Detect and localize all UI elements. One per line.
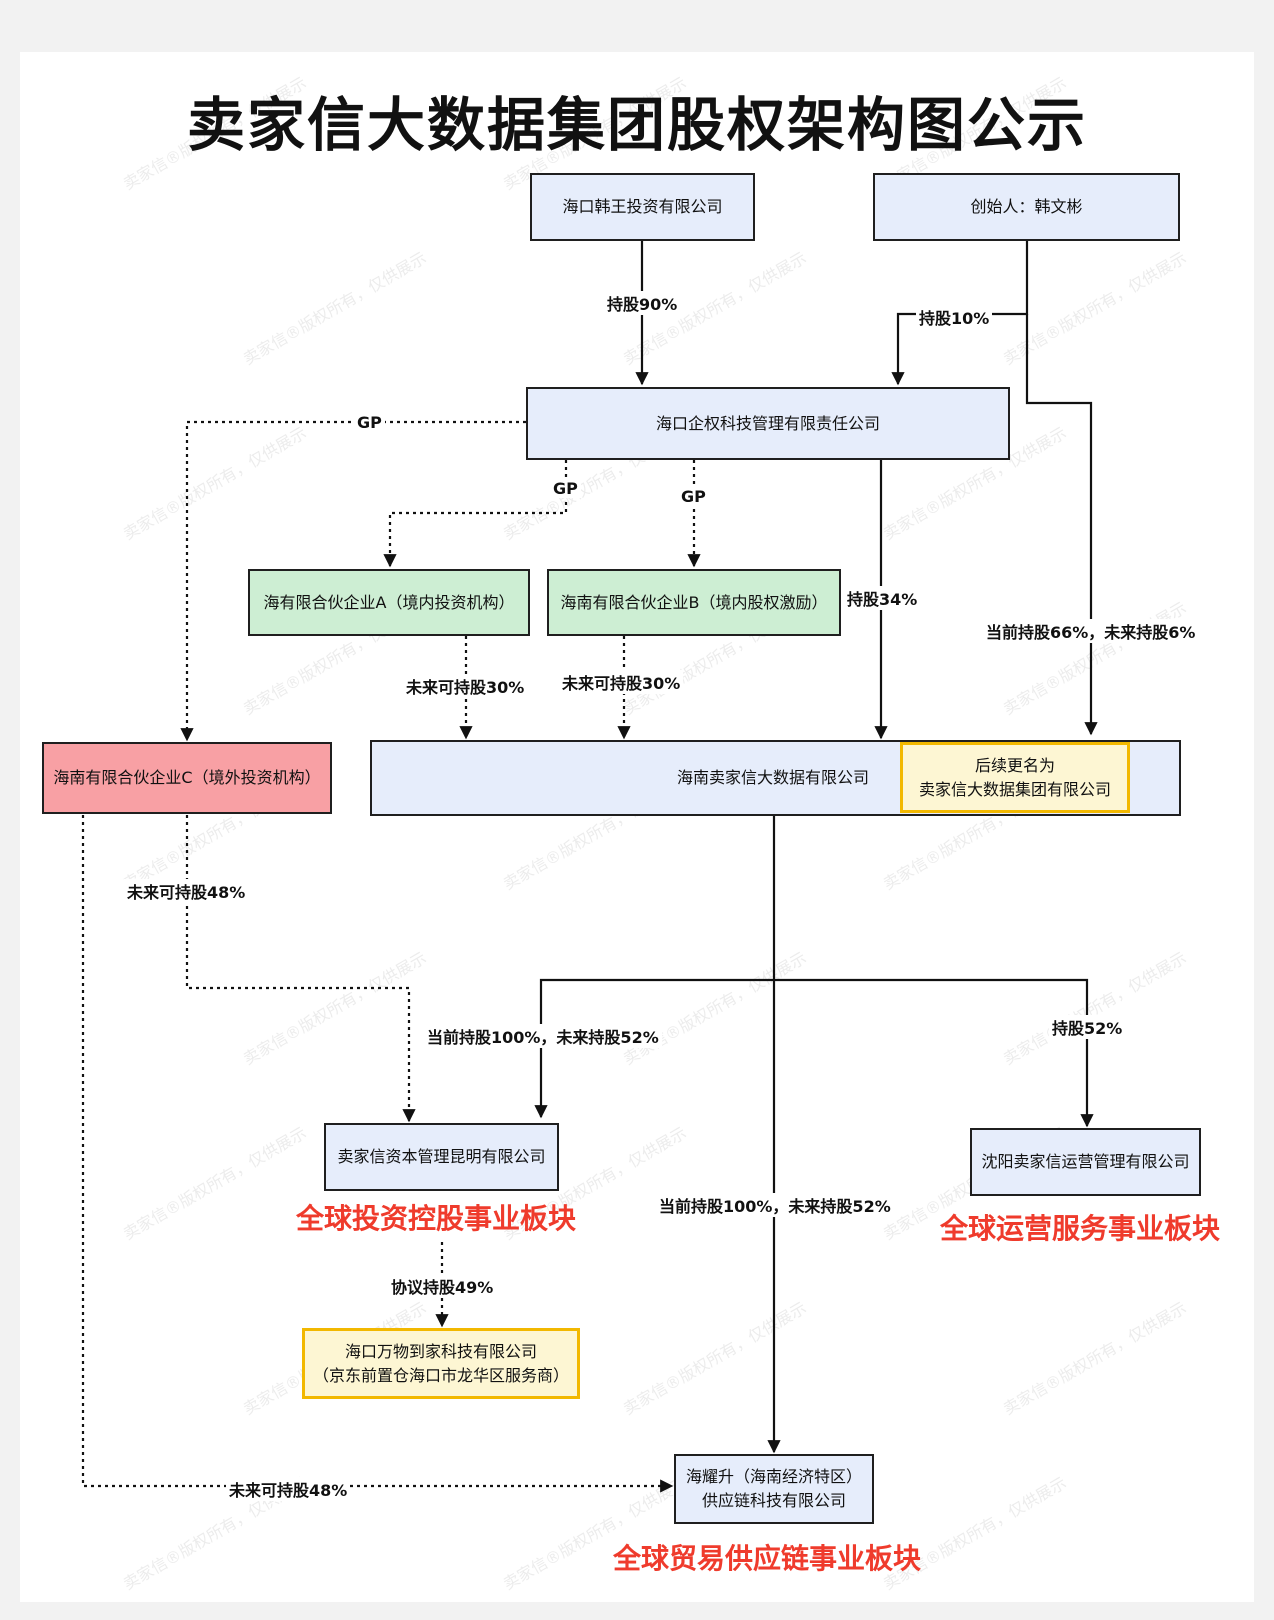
label-c-kunming: 未来可持股48%	[124, 879, 249, 903]
label-b-main: 未来可持股30%	[559, 670, 684, 694]
label-founder-qiquan: 持股10%	[916, 305, 993, 329]
page-title: 卖家信大数据集团股权架构图公示	[186, 91, 1087, 159]
sector-investment: 全球投资控股事业板块	[296, 1202, 577, 1235]
main-company-label: 海南卖家信大数据有限公司	[677, 768, 870, 787]
label-founder-main: 当前持股66%，未来持股6%	[983, 619, 1199, 643]
node-wanwu-tech: 海口万物到家科技有限公司 （京东前置仓海口市龙华区服务商）	[302, 1328, 580, 1399]
node-shenyang-operations: 沈阳卖家信运营管理有限公司	[970, 1128, 1201, 1196]
label-hanwang-qiquan: 持股90%	[604, 291, 681, 315]
node-partner-a: 海有限合伙企业A（境内投资机构）	[248, 569, 530, 636]
rename-note: 后续更名为 卖家信大数据集团有限公司	[900, 742, 1130, 813]
edge-main-kunming	[534, 978, 774, 1119]
node-partner-b: 海南有限合伙企业B（境内股权激励）	[547, 569, 841, 636]
node-main-company: 海南卖家信大数据有限公司 后续更名为 卖家信大数据集团有限公司	[370, 740, 1181, 816]
node-haiyao-supply-chain: 海耀升（海南经济特区） 供应链科技有限公司	[674, 1454, 874, 1524]
edge-founder-main	[1025, 314, 1098, 736]
sector-operations: 全球运营服务事业板块	[940, 1212, 1221, 1245]
label-main-haiyao: 当前持股100%，未来持股52%	[656, 1193, 894, 1217]
label-c-haiyao: 未来可持股48%	[226, 1477, 351, 1501]
node-qiquan-tech: 海口企权科技管理有限责任公司	[526, 387, 1010, 460]
label-qiquan-a: GP	[550, 479, 581, 498]
edge-c-kunming	[185, 815, 416, 1123]
edge-qiquan-c	[180, 420, 526, 742]
node-kunming-capital: 卖家信资本管理昆明有限公司	[324, 1123, 559, 1191]
node-founder: 创始人：韩文彬	[873, 173, 1180, 241]
label-a-main: 未来可持股30%	[403, 674, 528, 698]
node-hanwang-investment: 海口韩王投资有限公司	[530, 173, 755, 241]
edge-main-shenyang	[774, 978, 1094, 1128]
label-main-shenyang: 持股52%	[1049, 1015, 1126, 1039]
edge-qiquan-a	[383, 460, 568, 568]
label-qiquan-c: GP	[354, 413, 385, 432]
node-partner-c: 海南有限合伙企业C（境外投资机构）	[42, 742, 332, 814]
sector-supply-chain: 全球贸易供应链事业板块	[613, 1542, 922, 1575]
label-kunming-wanwu: 协议持股49%	[388, 1274, 497, 1298]
label-qiquan-b: GP	[678, 487, 709, 506]
label-main-kunming: 当前持股100%，未来持股52%	[424, 1024, 662, 1048]
label-qiquan-main: 持股34%	[844, 586, 921, 610]
